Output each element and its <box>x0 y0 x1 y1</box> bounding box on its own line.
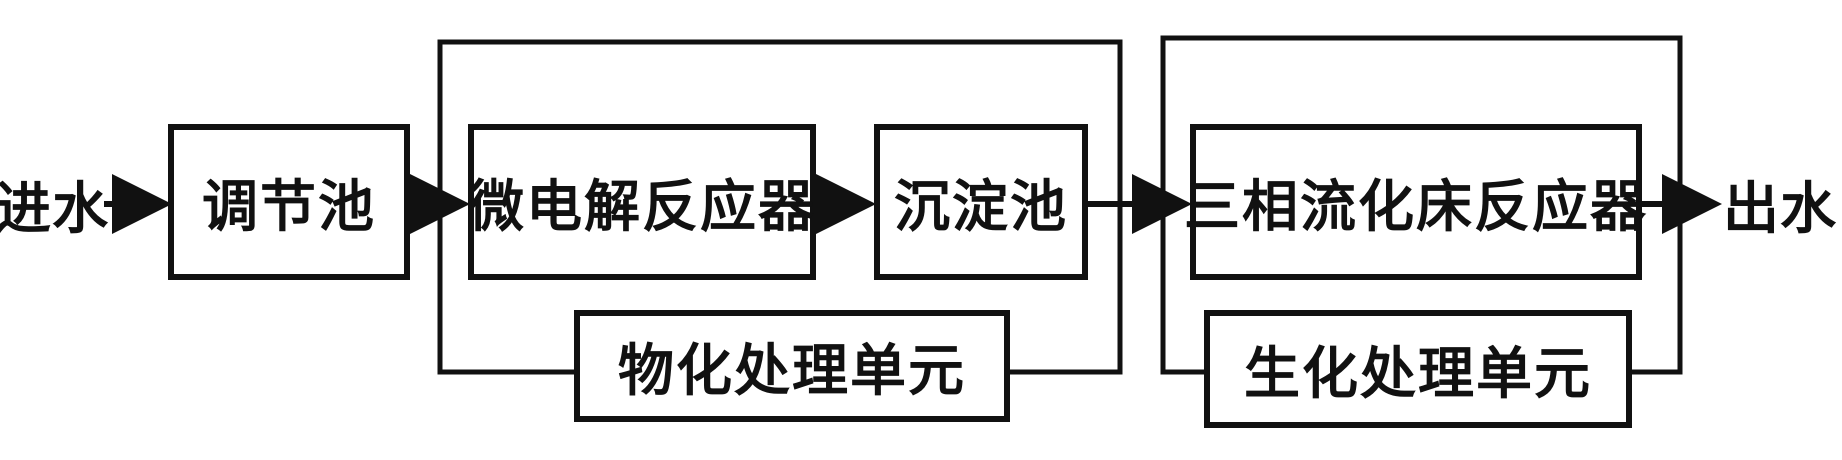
biochemical-unit-label-box: 生化处理单元 <box>1204 310 1632 428</box>
biochemical-group-bracket <box>1160 35 1683 375</box>
physicochemical-group-bracket <box>437 39 1123 375</box>
physicochemical-unit-label-box: 物化处理单元 <box>574 310 1010 422</box>
outlet-label: 出水 <box>1723 176 1837 242</box>
micro-electrolysis-reactor-box: 微电解反应器 <box>468 124 816 280</box>
inlet-label: 进水 <box>0 176 109 242</box>
three-phase-fluidized-bed-reactor-box: 三相流化床反应器 <box>1184 124 1646 280</box>
sedimentation-tank-box: 沉淀池 <box>874 124 1088 280</box>
regulating-tank-box: 调节池 <box>168 124 410 280</box>
